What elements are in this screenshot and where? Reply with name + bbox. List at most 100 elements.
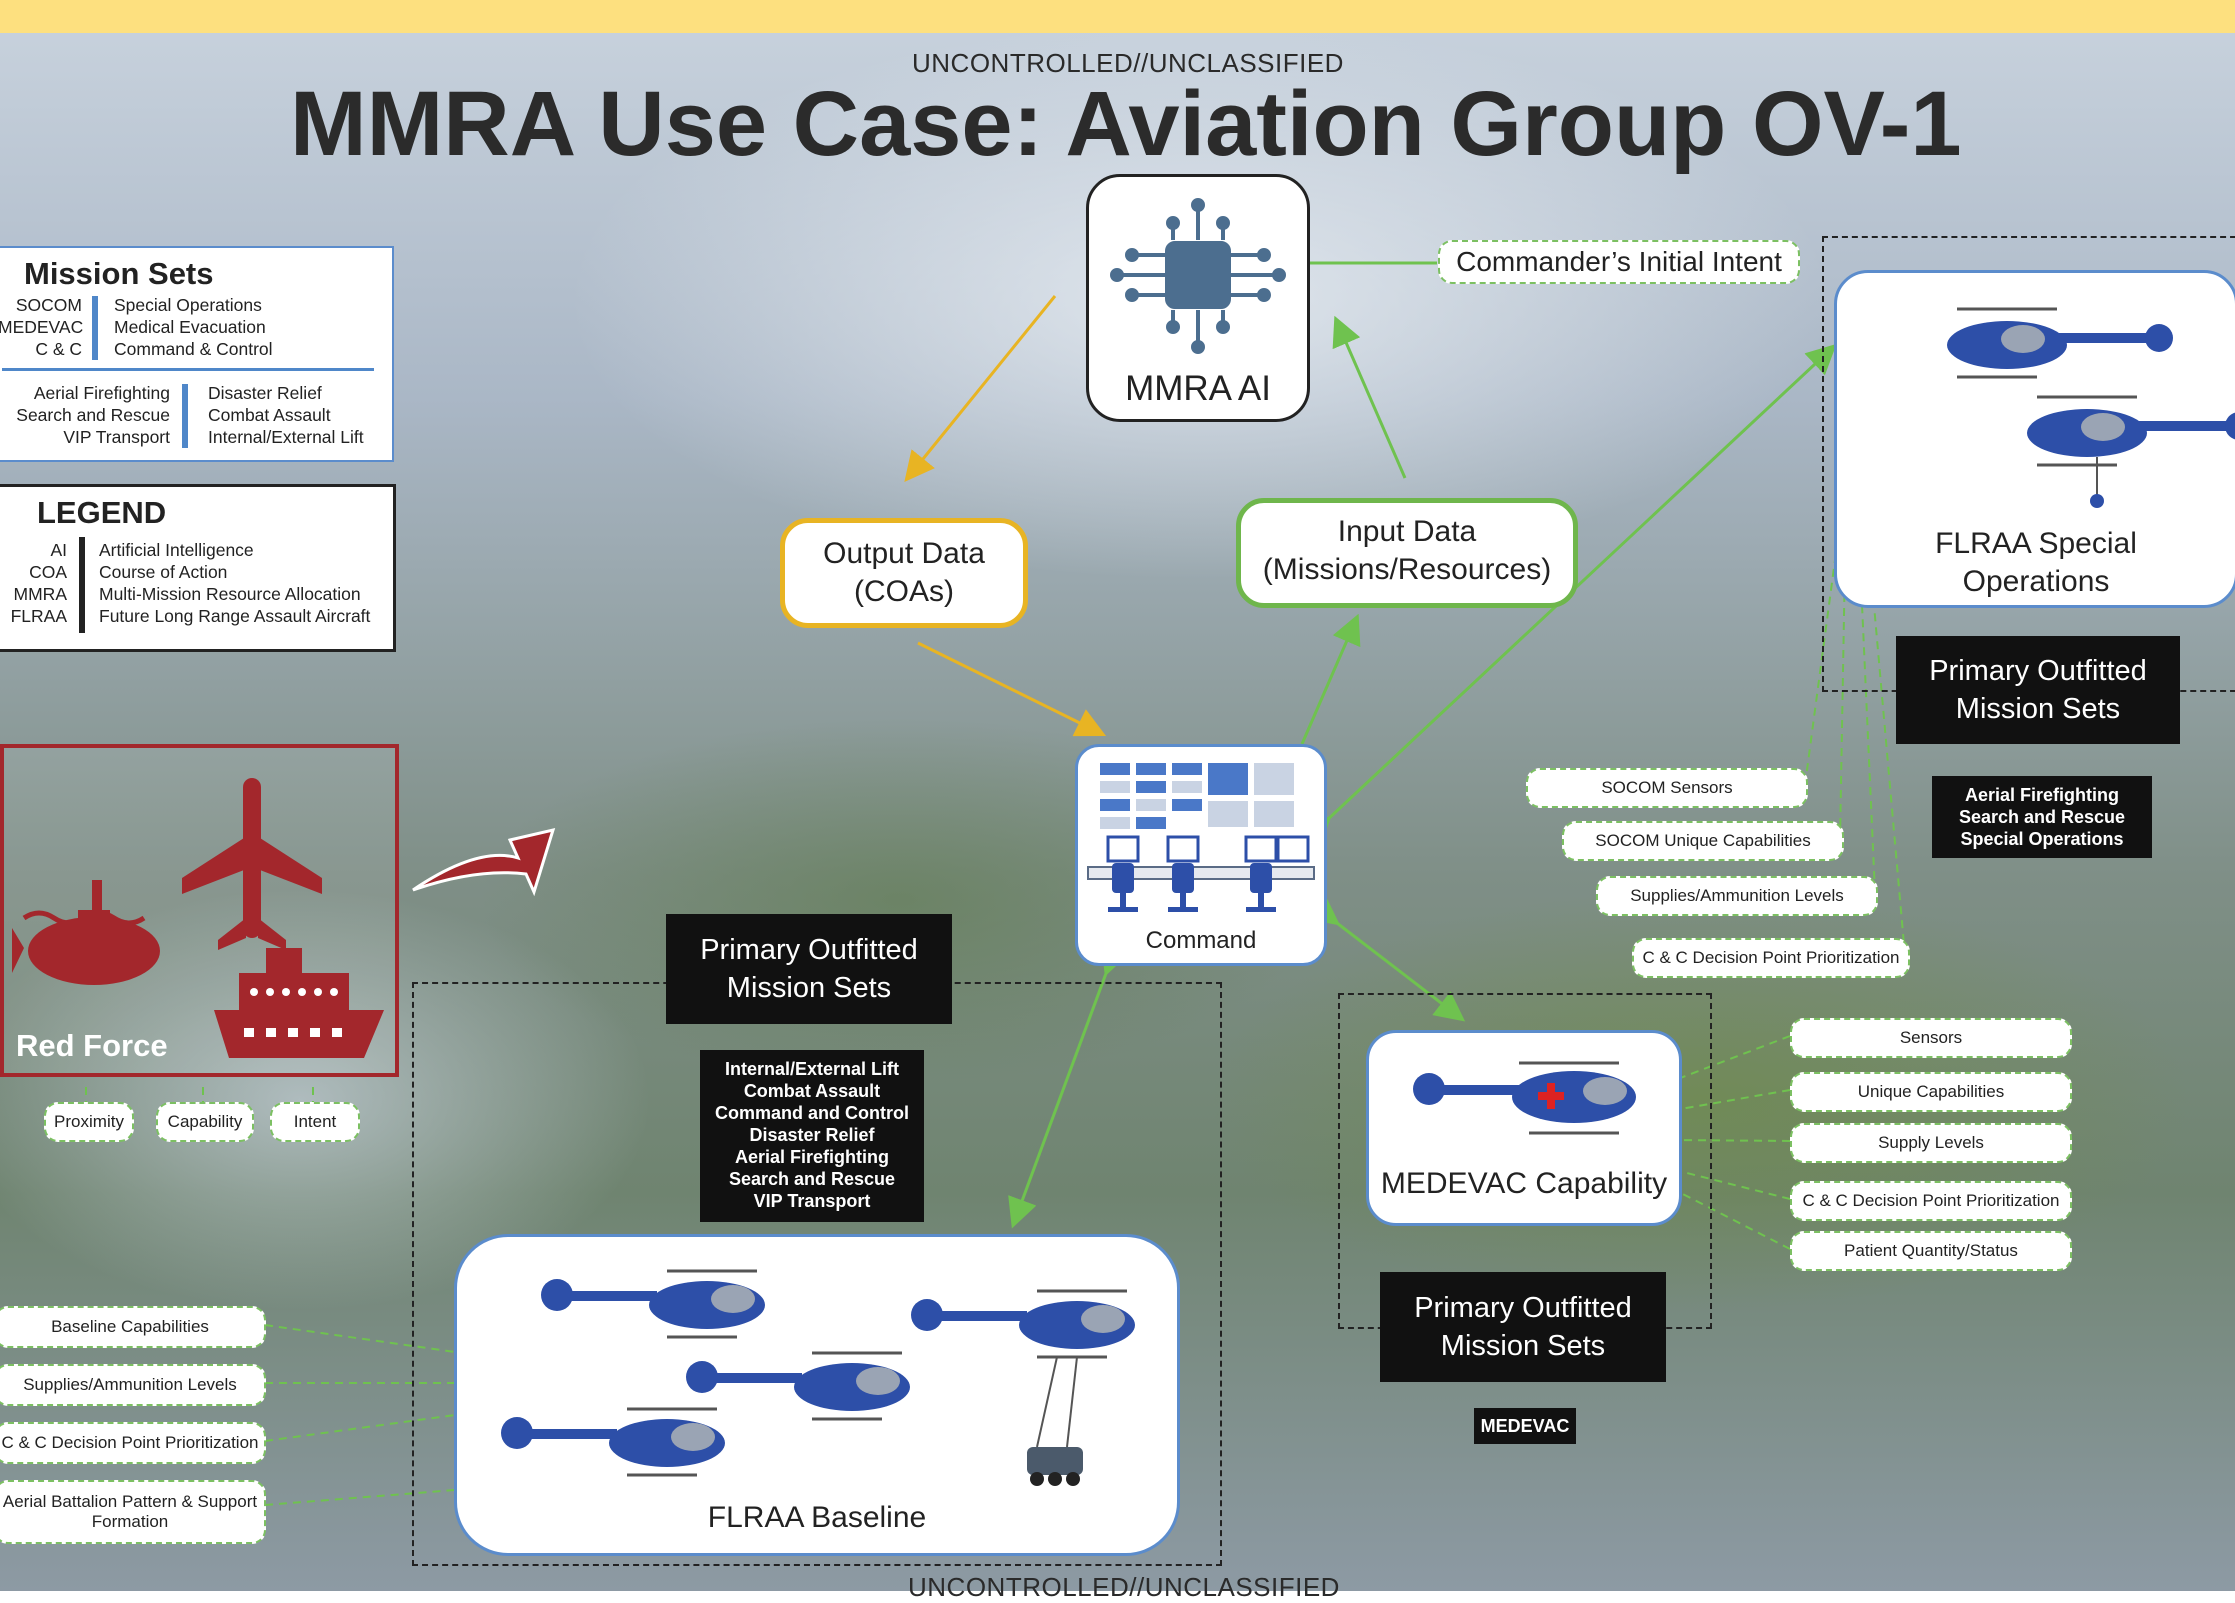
legend-abbr: MMRA: [13, 584, 67, 604]
classification-banner: [0, 0, 2235, 33]
tag-cc-decision: C & C Decision Point Prioritization: [0, 1422, 266, 1464]
legend-meaning: Artificial Intelligence: [99, 540, 254, 560]
tag-cc-decision: C & C Decision Point Prioritization: [1632, 938, 1910, 978]
legend-abbr: COA: [29, 562, 67, 582]
tag-patient-status: Patient Quantity/Status: [1790, 1231, 2072, 1271]
helicopter-icon: [2027, 395, 2235, 508]
mission-item: Disaster Relief: [208, 383, 322, 403]
mmra-ai-label: MMRA AI: [1125, 369, 1271, 408]
medevac-helicopter-icon: [1413, 1061, 1636, 1135]
flraa-baseline-node: FLRAA Baseline: [454, 1234, 1180, 1556]
red-force-label: Red Force: [16, 1028, 168, 1063]
tag-supply-levels: Supply Levels: [1790, 1123, 2072, 1163]
medevac-missions: MEDEVAC: [1474, 1408, 1576, 1444]
tag-supplies-ammo: Supplies/Ammunition Levels: [1596, 876, 1878, 916]
medevac-node: MEDEVAC Capability: [1366, 1030, 1682, 1226]
flraa-baseline-label: FLRAA Baseline: [707, 1501, 927, 1534]
mission-item: VIP Transport: [63, 427, 170, 447]
ship-icon: [214, 948, 384, 1058]
command-center-icon: [1087, 763, 1315, 912]
meaning-medevac: Medical Evacuation: [114, 317, 266, 337]
divider: [79, 537, 85, 633]
commander-intent-node: Commander’s Initial Intent: [1438, 240, 1800, 284]
legend-meaning-list: Artificial Intelligence Course of Action…: [99, 539, 370, 627]
tag-socom-unique: SOCOM Unique Capabilities: [1562, 821, 1844, 861]
arrow-command-to-input: [1300, 613, 1361, 745]
arrow-command-to-baseline: [1008, 943, 1130, 1229]
mission-item: Aerial Firefighting: [33, 383, 170, 403]
mission-item: Internal/External Lift: [208, 427, 364, 447]
meaning-socom: Special Operations: [114, 295, 262, 315]
arrow-ai-to-output: [904, 295, 1057, 482]
arrow-command-to-medevac: [1307, 895, 1466, 1022]
helicopter-icon: [501, 1407, 725, 1477]
meaning-cc: Command & Control: [114, 339, 273, 359]
airplane-icon: [182, 778, 322, 950]
tag-socom-sensors: SOCOM Sensors: [1526, 768, 1808, 808]
divider: [2, 368, 374, 371]
mmra-ai-node: MMRA AI: [1086, 174, 1310, 422]
ai-chip-icon: [1110, 198, 1286, 354]
red-force-icons: [12, 778, 384, 1058]
mission-meaning-list: Special Operations Medical Evacuation Co…: [114, 294, 273, 360]
helicopter-icon: [1947, 307, 2173, 379]
output-data-node: Output Data(COAs): [780, 518, 1028, 628]
baseline-helicopter-icons: [501, 1269, 1135, 1486]
tag-supplies-ammo: Supplies/Ammunition Levels: [0, 1364, 266, 1406]
legend-title: LEGEND: [37, 495, 167, 530]
classification-top: UNCONTROLLED//UNCLASSIFIED: [912, 48, 1344, 78]
red-force-tag-intent: Intent: [270, 1102, 360, 1142]
arrow-command-to-special: [1299, 343, 1837, 848]
legend-meaning: Future Long Range Assault Aircraft: [99, 606, 371, 626]
medevac-label: MEDEVAC Capability: [1380, 1167, 1668, 1200]
mission-item: Search and Rescue: [16, 405, 170, 425]
input-data-label: Input Data(Missions/Resources): [1262, 515, 1552, 586]
mission-list-left: Aerial Firefighting Search and Rescue VI…: [0, 382, 170, 448]
legend-abbr: FLRAA: [10, 606, 67, 626]
helicopter-icon: [686, 1351, 910, 1421]
tag-cc-decision: C & C Decision Point Prioritization: [1790, 1181, 2072, 1221]
tag-connectors: [85, 559, 1906, 1506]
mission-list-right: Disaster Relief Combat Assault Internal/…: [208, 382, 364, 448]
command-node: Command: [1075, 744, 1327, 966]
arrow-input-to-ai: [1332, 315, 1407, 479]
tag-unique-capabilities: Unique Capabilities: [1790, 1072, 2072, 1112]
page-title: MMRA Use Case: Aviation Group OV-1: [290, 73, 1962, 175]
command-label: Command: [1145, 927, 1257, 954]
mission-sets-panel: Mission Sets SOCOM MEDEVAC C & C Special…: [0, 246, 394, 462]
abbr-socom: SOCOM: [15, 295, 82, 315]
output-data-label: Output Data(COAs): [823, 537, 985, 608]
helicopter-icons: [1947, 307, 2235, 508]
divider: [92, 296, 98, 360]
helicopter-icon: [541, 1269, 765, 1339]
legend-abbr: AI: [50, 540, 67, 560]
abbr-cc: C & C: [35, 339, 82, 359]
submarine-icon: [12, 880, 160, 985]
legend-abbr-list: AI COA MMRA FLRAA: [0, 539, 67, 627]
legend-meaning: Multi-Mission Resource Allocation: [99, 584, 361, 604]
arrow-output-to-command: [917, 641, 1107, 737]
red-force-tag-proximity: Proximity: [44, 1102, 134, 1142]
mission-abbr-list: SOCOM MEDEVAC C & C: [0, 294, 84, 360]
abbr-medevac: MEDEVAC: [0, 317, 84, 337]
legend-panel: LEGEND AI COA MMRA FLRAA Artificial Inte…: [0, 484, 396, 652]
red-force-panel: Red Force: [0, 744, 399, 1077]
helicopter-icon: [911, 1289, 1135, 1486]
legend-meaning: Course of Action: [99, 562, 228, 582]
input-data-node: Input Data(Missions/Resources): [1236, 498, 1578, 608]
tag-baseline-capabilities: Baseline Capabilities: [0, 1306, 266, 1348]
mission-sets-title: Mission Sets: [24, 256, 214, 291]
tag-sensors: Sensors: [1790, 1018, 2072, 1058]
divider: [182, 384, 188, 448]
red-force-arrow: [412, 827, 556, 897]
red-force-tag-capability: Capability: [156, 1102, 254, 1142]
